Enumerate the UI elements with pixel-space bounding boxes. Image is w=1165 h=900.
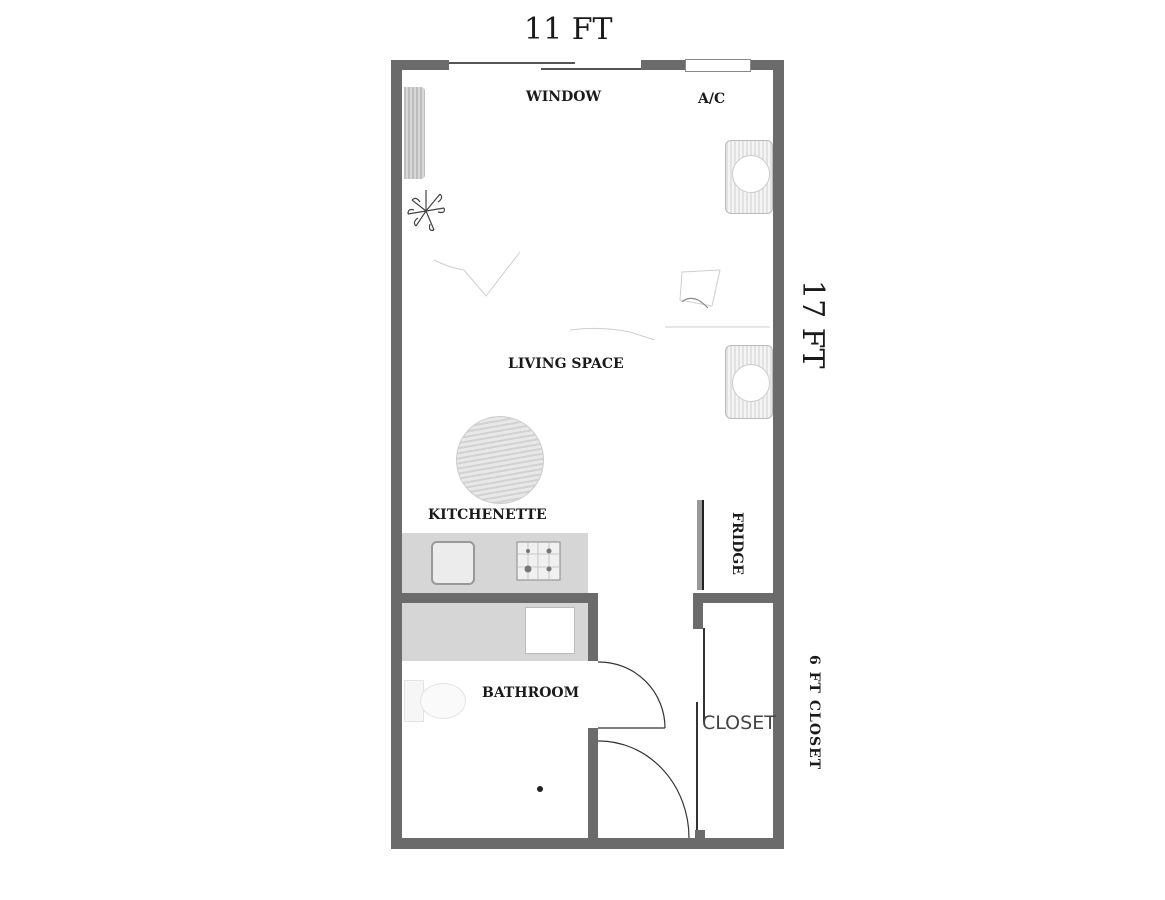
ac-label: A/C: [698, 91, 726, 107]
window-pane-1: [449, 62, 575, 64]
window-label: WINDOW: [526, 89, 602, 105]
living-space-label: LIVING SPACE: [508, 356, 624, 372]
closet-wall-top: [693, 593, 784, 603]
closet-door-1: [703, 628, 705, 722]
bathroom-wall-right-upper: [588, 593, 598, 661]
outer-wall-left: [391, 60, 402, 849]
outer-wall-bottom: [391, 838, 784, 849]
top-wall-segment-right: [751, 60, 784, 70]
ac-unit: [685, 59, 751, 72]
top-wall-segment-left: [391, 60, 449, 70]
top-wall-segment-mid: [641, 60, 685, 70]
outer-wall-right: [773, 60, 784, 849]
bathroom-wall-right-lower: [588, 728, 598, 849]
closet-label: CLOSET: [702, 712, 776, 734]
bathroom-label: BATHROOM: [482, 685, 580, 701]
entry-door-swing: [598, 740, 690, 839]
closet-wall-bottom-stub: [695, 830, 705, 840]
shower-drain: [537, 786, 543, 792]
closet-door-2: [696, 702, 698, 840]
window-pane-2: [541, 68, 641, 70]
toilet-bowl: [420, 683, 466, 719]
width-dimension-label: 11 FT: [524, 12, 613, 47]
bathroom-wall-top: [391, 593, 598, 603]
fridge-door: [697, 500, 704, 590]
bathroom-door-swing: [598, 661, 666, 729]
fridge-label: FRIDGE: [729, 512, 745, 575]
bed-sketch: [433, 251, 770, 340]
kitchenette-label: KITCHENETTE: [428, 507, 547, 523]
closet-wall-left-stub: [693, 593, 703, 629]
kitchen-sink: [431, 541, 475, 585]
armchair-bottom: [725, 345, 773, 419]
side-cabinet: [404, 87, 425, 179]
round-table: [456, 416, 544, 504]
armchair-top: [725, 140, 773, 214]
plant-icon: [407, 190, 445, 231]
stove-icon: [516, 541, 561, 581]
bathroom-sink: [525, 607, 575, 654]
